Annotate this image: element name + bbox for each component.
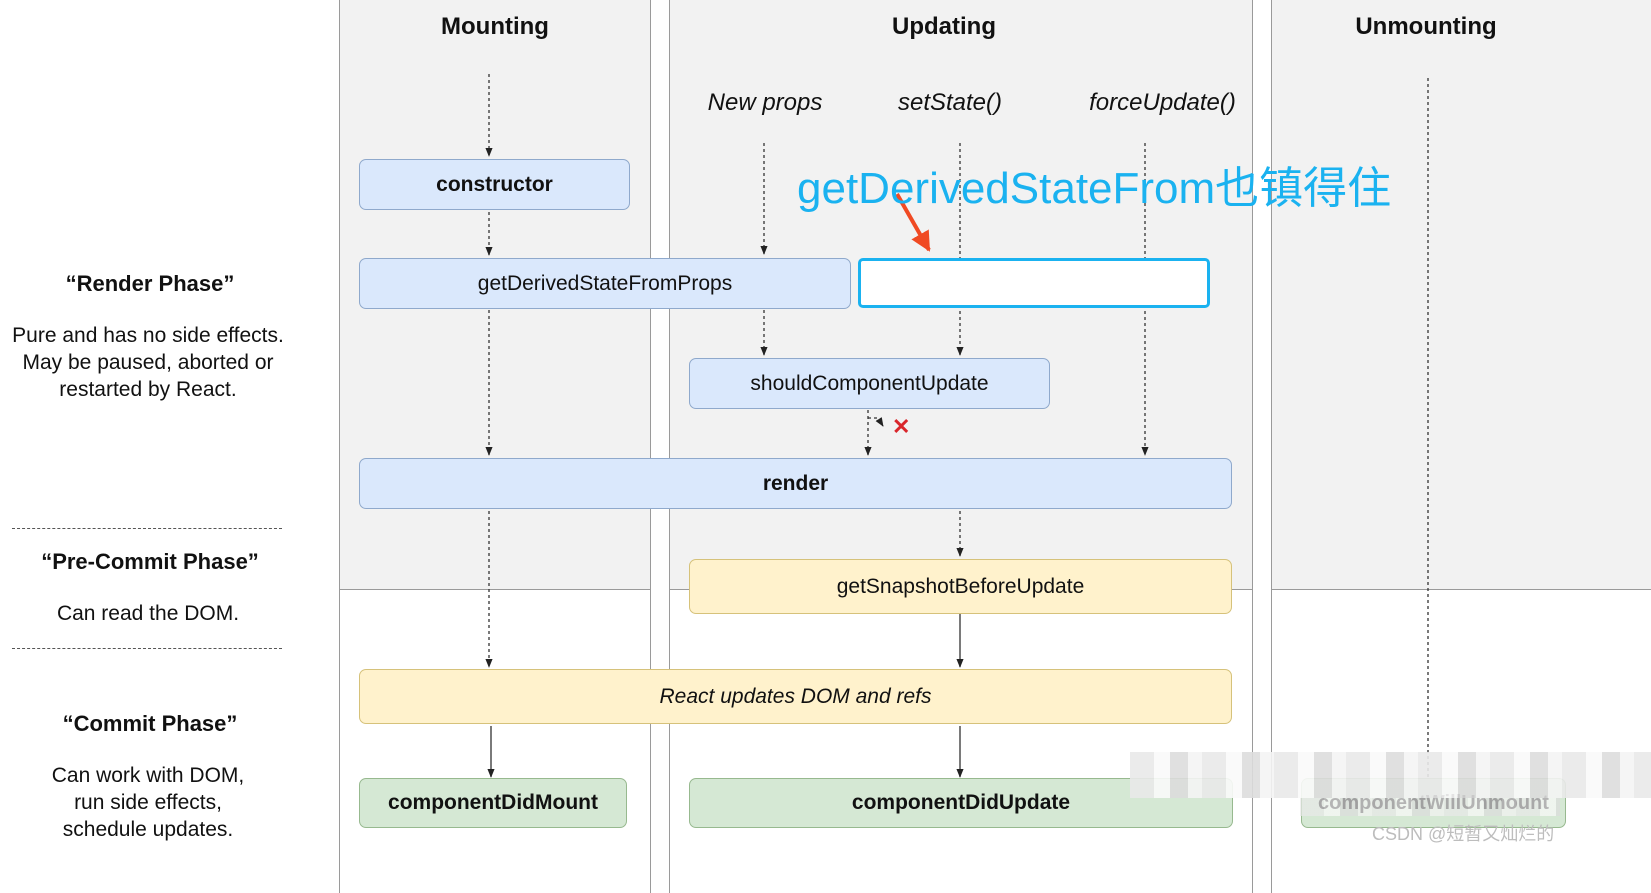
commit-phase-desc-line: schedule updates. [62,818,234,841]
cancel-x-icon: ✕ [892,414,911,439]
trigger-set-state: setState() [897,89,1003,116]
render-phase-desc: Pure and has no side effects. May be pau… [0,322,303,403]
commit-phase-desc-line: run side effects, [74,791,222,814]
commit-phase-title: “Commit Phase” [62,711,238,736]
updating-column-commit [669,589,1253,893]
react-updates-dom-node: React updates DOM and refs [359,669,1232,724]
watermark: CSDN @短暂又灿烂的 [1372,824,1555,844]
commit-phase-desc: Can work with DOM, run side effects, sch… [0,762,303,843]
render-phase-title: “Render Phase” [65,271,235,296]
precommit-phase-desc: Can read the DOM. [0,600,303,627]
render-phase-desc-line: restarted by React. [59,378,237,401]
render-node: render [359,458,1232,509]
blurred-overlay [1300,798,1560,816]
annotation-text: getDerivedStateFrom也镇得住 [797,164,1392,213]
unmounting-column [1271,0,1651,590]
mounting-title: Mounting [441,13,549,40]
precommit-phase-desc-line: Can read the DOM. [56,602,240,625]
render-phase-desc-line: May be paused, aborted or [22,351,274,374]
get-derived-state-from-props-node: getDerivedStateFromProps [359,258,851,309]
constructor-node: constructor [359,159,630,210]
trigger-new-props: New props [707,89,823,116]
mounting-column-commit [339,589,651,893]
updating-title: Updating [892,13,996,40]
precommit-phase-title: “Pre-Commit Phase” [41,549,259,574]
trigger-force-update: forceUpdate() [1089,89,1236,116]
component-did-mount-node: componentDidMount [359,778,627,828]
render-phase-desc-line: Pure and has no side effects. [12,324,284,347]
unmounting-title: Unmounting [1355,13,1497,40]
get-snapshot-before-update-node: getSnapshotBeforeUpdate [689,559,1232,614]
annotation-highlight-box [858,258,1210,308]
phase-separator [12,648,282,649]
commit-phase-desc-line: Can work with DOM, [51,764,245,787]
should-component-update-node: shouldComponentUpdate [689,358,1050,409]
phase-separator [12,528,282,529]
blurred-overlay [1130,752,1651,798]
annotation-arrow [895,193,931,252]
unmounting-column-commit [1271,589,1651,893]
